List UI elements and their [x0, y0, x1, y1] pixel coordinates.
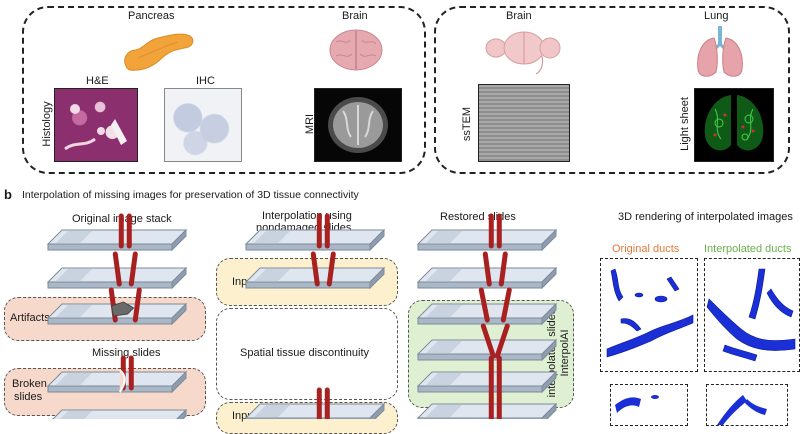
- glass-slide-label-area: [254, 405, 291, 417]
- glass-slide-label-area: [426, 405, 463, 417]
- light-sheet-image: [694, 88, 774, 162]
- lung-label: Lung: [704, 10, 729, 22]
- glass-slide-side: [171, 302, 187, 326]
- glass-slide-side: [541, 402, 557, 419]
- col4-title: 3D rendering of interpolated images: [618, 211, 793, 223]
- render-original-ducts: [600, 258, 698, 372]
- glass-slide-side: [369, 228, 385, 252]
- glass-slide-edge: [47, 243, 173, 251]
- glass-slide-side: [369, 266, 385, 290]
- glass-slide-side: [541, 228, 557, 252]
- render-original-ducts-lower: [610, 384, 688, 426]
- brain-label-right: Brain: [506, 10, 532, 22]
- panel-a-left: [22, 6, 426, 174]
- glass-slide-edge: [47, 281, 173, 289]
- glass-slide-side: [176, 408, 187, 419]
- glass-slide-edge: [417, 243, 543, 251]
- ihc-image: [164, 88, 242, 162]
- ihc-label: IHC: [196, 75, 215, 87]
- tissue-duct-segment: [482, 251, 492, 287]
- tissue-duct-segment: [494, 323, 510, 359]
- glass-slide-label-area: [60, 411, 93, 419]
- glass-slide-label-area: [426, 269, 463, 281]
- glass-slide-edge: [417, 385, 543, 393]
- glass-slide-label-area: [56, 373, 93, 385]
- glass-slide-label-area: [254, 231, 291, 243]
- tissue-duct-segment: [500, 287, 512, 323]
- pancreas-icon: [124, 33, 194, 71]
- glass-slide-label-area: [426, 341, 463, 353]
- spatial-discontinuity-label: Spatial tissue discontinuity: [240, 347, 370, 359]
- glass-slide-label-area: [56, 269, 93, 281]
- glass-slide-edge: [47, 317, 173, 325]
- glass-slide-label-area: [254, 269, 291, 281]
- broken-label-line1: Broken: [12, 378, 47, 390]
- lung-icon: [697, 26, 743, 77]
- glass-slide-side: [541, 338, 557, 362]
- panel-a-right: [434, 6, 790, 174]
- glass-slide-edge: [47, 385, 173, 393]
- missing-slides-label: Missing slides: [92, 347, 161, 359]
- he-histology-image: [54, 88, 138, 162]
- brain-icon: [329, 29, 383, 71]
- glass-slide-edge: [245, 243, 371, 251]
- panel-b-title: Interpolation of missing images for pres…: [22, 189, 359, 201]
- glass-slide-edge: [245, 281, 371, 289]
- glass-slide-edge: [417, 281, 543, 289]
- mouse-brain-icon: [485, 31, 561, 75]
- glass-slide-label-area: [426, 373, 463, 385]
- glass-slide-label-area: [56, 231, 93, 243]
- glass-slide-label-area: [56, 305, 93, 317]
- artifacts-label: Artifacts: [10, 312, 50, 324]
- interpolated-ducts-label: Interpolated ducts: [704, 243, 792, 255]
- glass-slide-side: [369, 402, 385, 419]
- sstem-image: [478, 84, 570, 162]
- glass-slide-side: [541, 370, 557, 394]
- tissue-duct-segment: [498, 251, 508, 287]
- glass-slide-side: [171, 228, 187, 252]
- broken-label-line2: slides: [14, 391, 43, 403]
- glass-slide-label-area: [426, 305, 463, 317]
- pancreas-label: Pancreas: [128, 10, 175, 22]
- tissue-duct-segment: [326, 251, 336, 287]
- glass-slide-side: [541, 302, 557, 326]
- glass-slide-side: [541, 266, 557, 290]
- panel-b-letter: b: [4, 187, 12, 202]
- tissue-duct-segment: [480, 323, 496, 359]
- tissue-duct-segment: [112, 251, 122, 287]
- broken-slide-gap: [118, 369, 126, 393]
- glass-slide-label-area: [426, 231, 463, 243]
- render-interpolated-ducts-lower: [706, 384, 788, 426]
- artifact-blob: [110, 301, 135, 317]
- brain-label-left: Brain: [342, 10, 368, 22]
- he-label: H&E: [86, 75, 109, 87]
- glass-slide-side: [171, 266, 187, 290]
- slide-stacks: [46, 213, 558, 419]
- glass-slide-edge: [417, 317, 543, 325]
- tissue-duct-segment: [310, 251, 320, 287]
- mri-image: [314, 88, 402, 162]
- tissue-duct-segment: [132, 287, 142, 323]
- tissue-duct-segment: [128, 251, 138, 287]
- original-ducts-label: Original ducts: [612, 243, 680, 255]
- render-interpolated-ducts: [704, 258, 800, 372]
- spatial-discontinuity-box: [216, 308, 398, 400]
- glass-slide-side: [171, 370, 187, 394]
- glass-slide-edge: [417, 353, 543, 361]
- tissue-duct-segment: [478, 287, 490, 323]
